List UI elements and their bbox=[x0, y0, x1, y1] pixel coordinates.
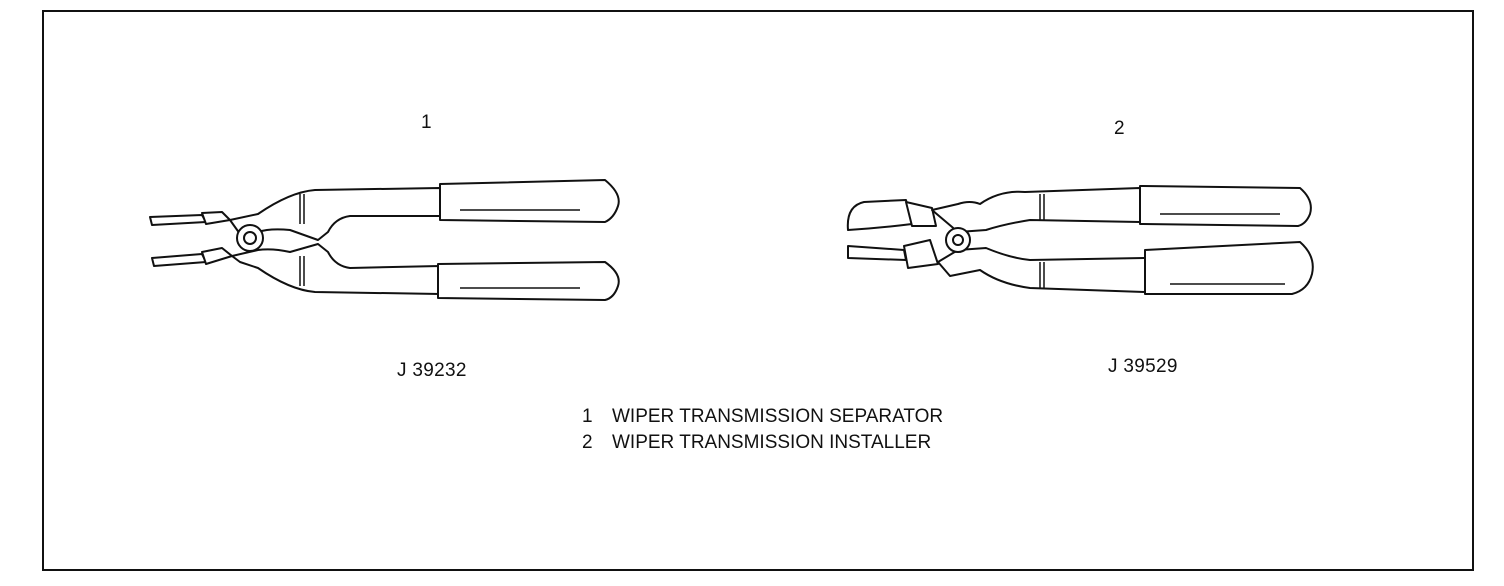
figure-frame bbox=[42, 10, 1474, 571]
legend-item-text: WIPER TRANSMISSION SEPARATOR bbox=[612, 406, 944, 427]
tool-2-callout: 2 bbox=[1114, 118, 1125, 139]
legend: 1 WIPER TRANSMISSION SEPARATOR 2 WIPER TRA… bbox=[582, 404, 943, 456]
installer-pliers-illustration bbox=[846, 185, 1314, 295]
tool-1-callout: 1 bbox=[421, 112, 432, 133]
legend-item: 2 WIPER TRANSMISSION INSTALLER bbox=[582, 430, 943, 456]
tool-2-part-number: J 39529 bbox=[1108, 356, 1178, 377]
legend-item-text: WIPER TRANSMISSION INSTALLER bbox=[612, 432, 932, 453]
tool-1-part-number: J 39232 bbox=[397, 360, 467, 381]
legend-item-number: 1 bbox=[582, 406, 593, 427]
separator-pliers-illustration bbox=[149, 179, 620, 301]
legend-item-number: 2 bbox=[582, 432, 593, 453]
legend-item: 1 WIPER TRANSMISSION SEPARATOR bbox=[582, 404, 943, 430]
